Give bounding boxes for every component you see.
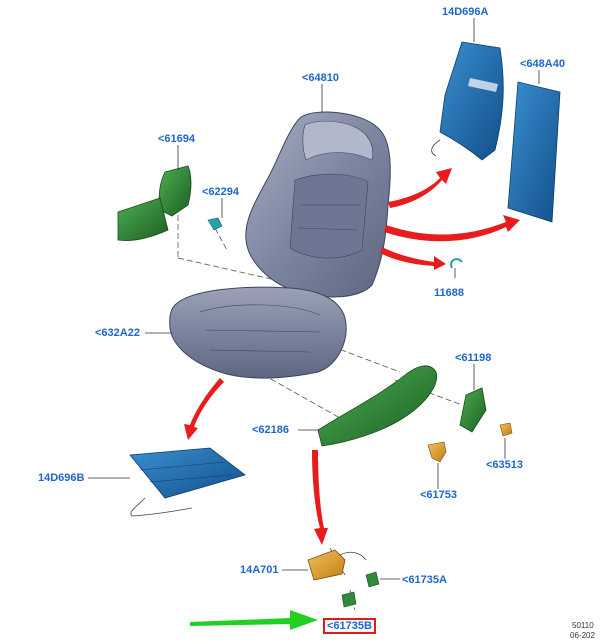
seat-cushion-foam [169,286,347,379]
label-11688: 11688 [434,287,464,299]
knob-63513 [499,422,513,437]
label-14A701: 14A701 [240,564,279,576]
pad-648A40 [507,81,561,223]
label-64810: <64810 [302,72,340,84]
clip-11688 [450,258,463,269]
corner-ref-line1: 50110 [572,621,594,630]
handle-61198 [459,387,487,433]
seat-back-foam [245,111,391,298]
label-61198: <61198 [455,352,492,364]
label-648A40: <648A40 [520,58,565,70]
label-62186: <62186 [252,424,290,436]
label-61735B: <61735B [323,618,376,634]
label-62294: <62294 [202,186,240,198]
bracket-61694 [117,165,192,241]
panel-14D696A [431,41,504,161]
module-14A701 [307,549,367,581]
connector-61735B [341,591,357,608]
label-632A22: <632A22 [95,327,140,339]
label-61735A: <61735A [402,574,447,586]
label-14D696A: 14D696A [442,6,489,18]
mat-14D696B [129,447,246,517]
green-arrow [190,610,318,630]
label-14D696B: 14D696B [38,472,85,484]
corner-ref-line2: 06-202 [570,631,595,640]
leader-lines [88,18,540,580]
connector-61735A [365,571,380,588]
side-shield-62186 [317,365,438,447]
label-61694: <61694 [158,133,196,145]
red-arrows [184,168,520,545]
clip-62294 [207,217,223,231]
bracket-61753 [427,441,447,463]
label-61753: <61753 [420,489,458,501]
label-63513: <63513 [486,459,524,471]
